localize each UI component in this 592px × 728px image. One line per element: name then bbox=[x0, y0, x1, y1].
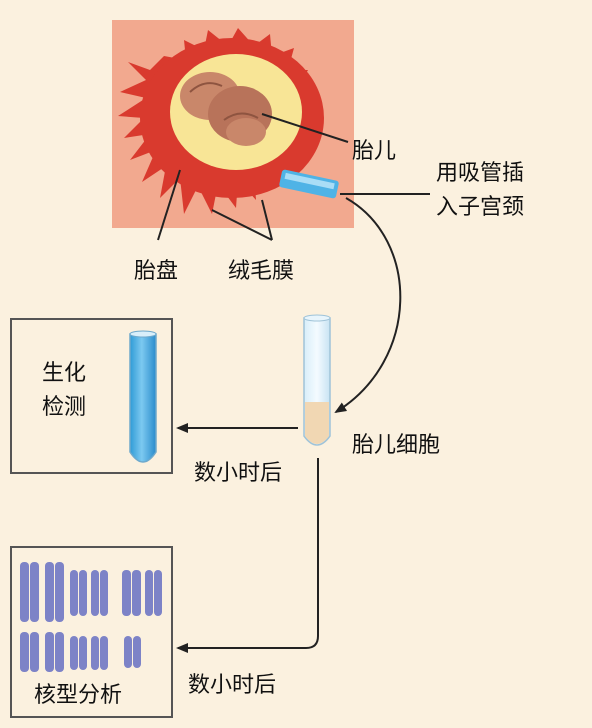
karyotype-chromosomes bbox=[20, 562, 162, 672]
chorion-pointer-a bbox=[211, 209, 273, 241]
karyotype-label: 核型分析 bbox=[34, 683, 123, 708]
chorion-pointer-b bbox=[261, 199, 273, 241]
placenta-label: 胎盘 bbox=[134, 259, 179, 284]
sample-test-tube bbox=[303, 314, 331, 446]
insertion-tube bbox=[279, 169, 339, 199]
placenta-pointer bbox=[157, 169, 181, 241]
hours-later-label-2: 数小时后 bbox=[188, 673, 277, 698]
hours-later-label-1: 数小时后 bbox=[194, 461, 283, 486]
transfer-arrow bbox=[334, 197, 402, 414]
karyotype-box bbox=[10, 546, 173, 718]
biochem-test-box bbox=[10, 318, 173, 474]
insert-tube-label-line1: 用吸管插 bbox=[436, 161, 525, 186]
chorion-label: 绒毛膜 bbox=[228, 259, 295, 284]
biochem-test-tube bbox=[129, 330, 157, 463]
insert-tube-label-line2: 入子宫颈 bbox=[436, 195, 525, 220]
pointer-lines bbox=[157, 113, 430, 241]
fetus-pointer bbox=[261, 113, 349, 143]
fetus bbox=[180, 72, 272, 146]
to-karyotype-arrow bbox=[176, 458, 319, 653]
biochem-label-line2: 检测 bbox=[42, 395, 87, 420]
fetus-label: 胎儿 bbox=[352, 139, 397, 164]
biochem-label-line1: 生化 bbox=[42, 361, 87, 386]
fetal-cells-label: 胎儿细胞 bbox=[352, 433, 441, 458]
uterus-illustration bbox=[112, 20, 354, 228]
